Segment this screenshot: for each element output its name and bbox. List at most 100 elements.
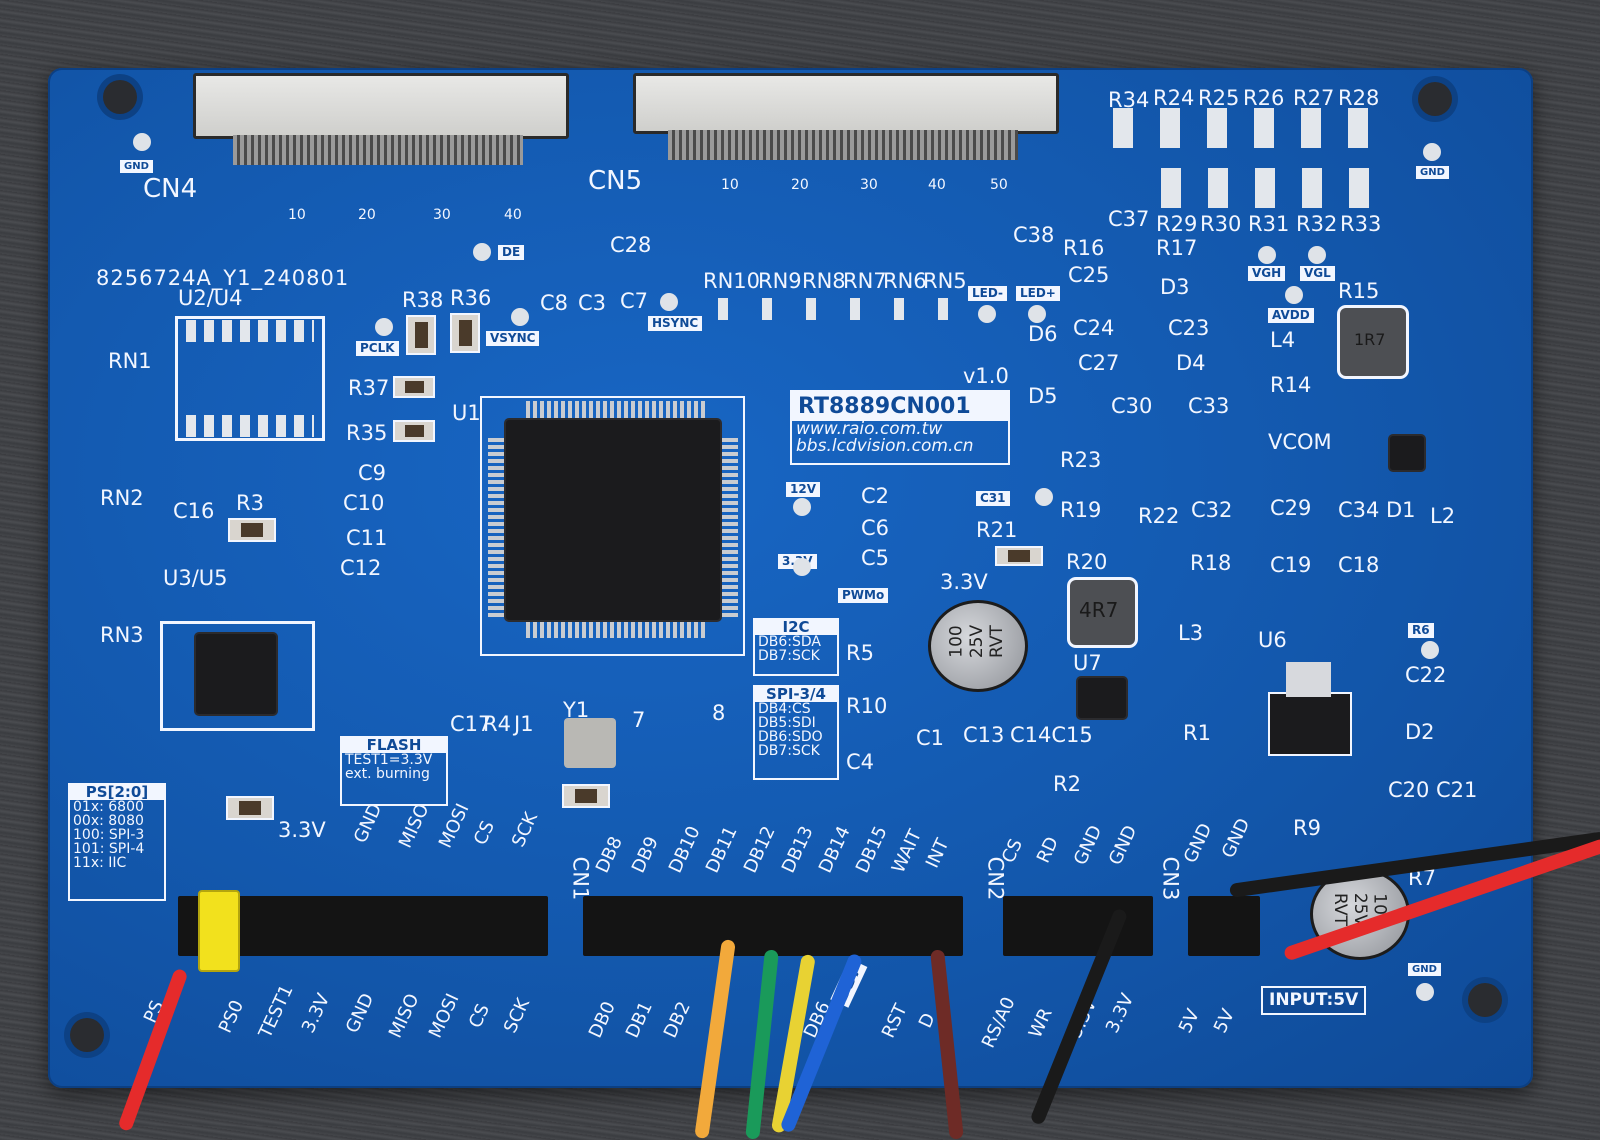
c28-label: R17 [1156,236,1198,260]
cn1-top-db12: DB12 [739,823,780,877]
r1-part [562,784,610,808]
d6-label: C23 [1168,316,1210,340]
spi-line-1: DB4:CS [758,701,811,717]
r14-label: C27 [1078,351,1120,375]
r33-label: R33 [1340,212,1382,236]
cn4-tick-40: 40 [504,207,522,223]
cn5-tick-20: 20 [791,177,809,193]
l3-label: C22 [1405,663,1447,687]
r8-label: C1 [916,726,945,750]
c5-label: C5 [861,546,890,570]
cn1-top-db15: DB15 [851,823,892,877]
ps-line-4: 101: SPI-4 [73,841,145,857]
d3-label: C24 [1073,316,1115,340]
v12-label: 12V [786,482,820,498]
j1-jumper[interactable] [198,890,240,972]
cn1-top-db8: DB8 [591,833,627,877]
u3-label: U3/U5 [163,566,228,590]
rn7-label: RN7 [843,269,887,293]
r29-label: R29 [1156,212,1198,236]
cn2-label: CN2 [983,856,1008,901]
rn9-label: RN9 [758,269,802,293]
u6-label: U6 [1258,628,1287,652]
gnd-pad-right [1423,143,1441,161]
cn1-bottom-d: D [914,1009,940,1032]
r18-label: C18 [1338,553,1380,577]
r9-label: R5 [846,641,874,665]
cn5-connector [633,73,1059,134]
cn1-bottom-db0: DB0 [584,998,620,1042]
cn4-tick-30: 30 [433,207,451,223]
cn3-top-gnd-1: GND [1179,820,1217,867]
rn10-label: RN10 [703,269,761,293]
cn2-bottom-rsa0: RS/A0 [977,993,1020,1052]
mount-hole-bl [70,1018,104,1052]
vcom-label: C31 [976,491,1010,507]
cn3-bottom-5v-2: 5V [1209,1006,1239,1037]
l2-label: R20 [1066,550,1108,574]
cn3-top-gnd-2: GND [1217,815,1255,862]
cn2-header [1003,896,1153,956]
c6-label: C6 [861,516,890,540]
ps-box: PS[2:0] 01x: 6800 00x: 8080 100: SPI-3 1… [68,783,166,901]
cn2-bottom-wr: WR [1024,1005,1057,1042]
cn1-bottom-db2: DB2 [659,998,695,1042]
c16-label: C16 [173,499,215,523]
rn1-label: RN1 [108,349,152,373]
c18-label: L3 [1178,621,1204,645]
r35-part [393,420,435,442]
flash-box: FLASH TEST1=3.3V ext. burning [340,736,448,806]
vsync-pad [511,308,529,326]
gnd-pad-left [133,133,151,151]
l4-label: R15 [1338,279,1380,303]
ps-line-2: 00x: 8080 [73,813,144,829]
rn2-label: RN2 [100,486,144,510]
gnd-bottom-label: GND [1408,963,1441,976]
l2-inductor: 4R7 [1070,580,1135,645]
d1-part [995,546,1043,566]
c37-label: C37 [1108,207,1150,231]
r26-label: R26 [1243,86,1285,110]
r17-label: D3 [1160,275,1190,299]
j1-bottom-3v3: 3.3V [297,990,335,1037]
d4-label: C30 [1111,394,1153,418]
cn2-top-gnd-2: GND [1104,822,1142,869]
vgh-pad [1258,246,1276,264]
r38-part [406,315,436,355]
r7-label: R10 [846,694,888,718]
r34-label: R34 [1108,88,1150,112]
c1-label: R4 [483,712,511,736]
led-minus-pad [978,305,996,323]
l2-value: 4R7 [1079,598,1119,622]
c19-value-3: RVT [986,625,1007,658]
cn4-pins [233,135,523,165]
c8-label: C8 [540,291,569,315]
c19-label: 3.3V [940,570,988,594]
i2c-line-2: DB7:SCK [758,648,820,664]
cn2-top-rd: RD [1032,833,1064,867]
u1-outline [480,396,745,656]
r11-label: C13 [963,723,1005,747]
j1-bottom-miso: MISO [384,990,424,1042]
v33-right-label: R6 [1408,623,1434,639]
cn3-label: CN3 [1158,856,1183,901]
u3-chip [196,634,276,714]
avdd-pad [1285,286,1303,304]
v33-right-pad [1421,641,1439,659]
u1-pins-left [488,438,506,618]
r20-label: C19 [1270,553,1312,577]
mount-hole-tr [1418,82,1452,116]
r28-label: R28 [1338,86,1380,110]
c9-label: C9 [358,461,387,485]
cn4-tick-10: 10 [288,207,306,223]
cn5-tick-40: 40 [928,177,946,193]
j1-bottom-gnd: GND [341,990,379,1037]
cn5-tick-10: 10 [721,177,739,193]
pwmo-label: PWMo [838,588,889,604]
r22-label: C29 [1270,496,1312,520]
c4-label: C17 [450,712,492,736]
c21-value-3: RVT [1329,893,1350,926]
u2-label: U2/U4 [178,286,243,310]
r36-label: R36 [450,286,492,310]
c20-label: R9 [1293,816,1321,840]
